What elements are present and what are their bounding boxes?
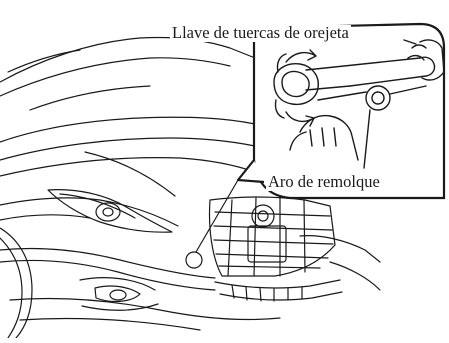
leader-line	[195, 179, 239, 253]
inset-callout	[236, 22, 446, 200]
license-plate	[247, 225, 287, 263]
fender-outline	[0, 197, 179, 227]
grille-outline	[208, 196, 336, 277]
tire-outline	[0, 227, 33, 339]
hand-bottom-icon	[289, 114, 359, 161]
callout-lug-wrench: Llave de tuercas de orejeta	[170, 23, 351, 42]
callout-towing-eye: Aro de remolque	[266, 172, 382, 191]
leader-line-wrench	[403, 39, 417, 45]
hood-outline	[0, 116, 256, 143]
headlight-outline	[47, 189, 173, 233]
headlight-lens-icon	[95, 202, 121, 222]
rotation-arrow-top-icon	[285, 49, 317, 63]
towing-eye-cover-icon	[185, 251, 203, 269]
foglight-outline	[94, 285, 141, 303]
leader-line-towing-eye	[363, 109, 371, 169]
towing-eye-ring	[273, 63, 319, 106]
emblem-icon	[251, 204, 275, 228]
windshield-outline	[0, 36, 256, 83]
hand-top-icon	[419, 39, 445, 81]
lug-wrench	[305, 57, 421, 91]
bumper-outline	[0, 247, 216, 279]
